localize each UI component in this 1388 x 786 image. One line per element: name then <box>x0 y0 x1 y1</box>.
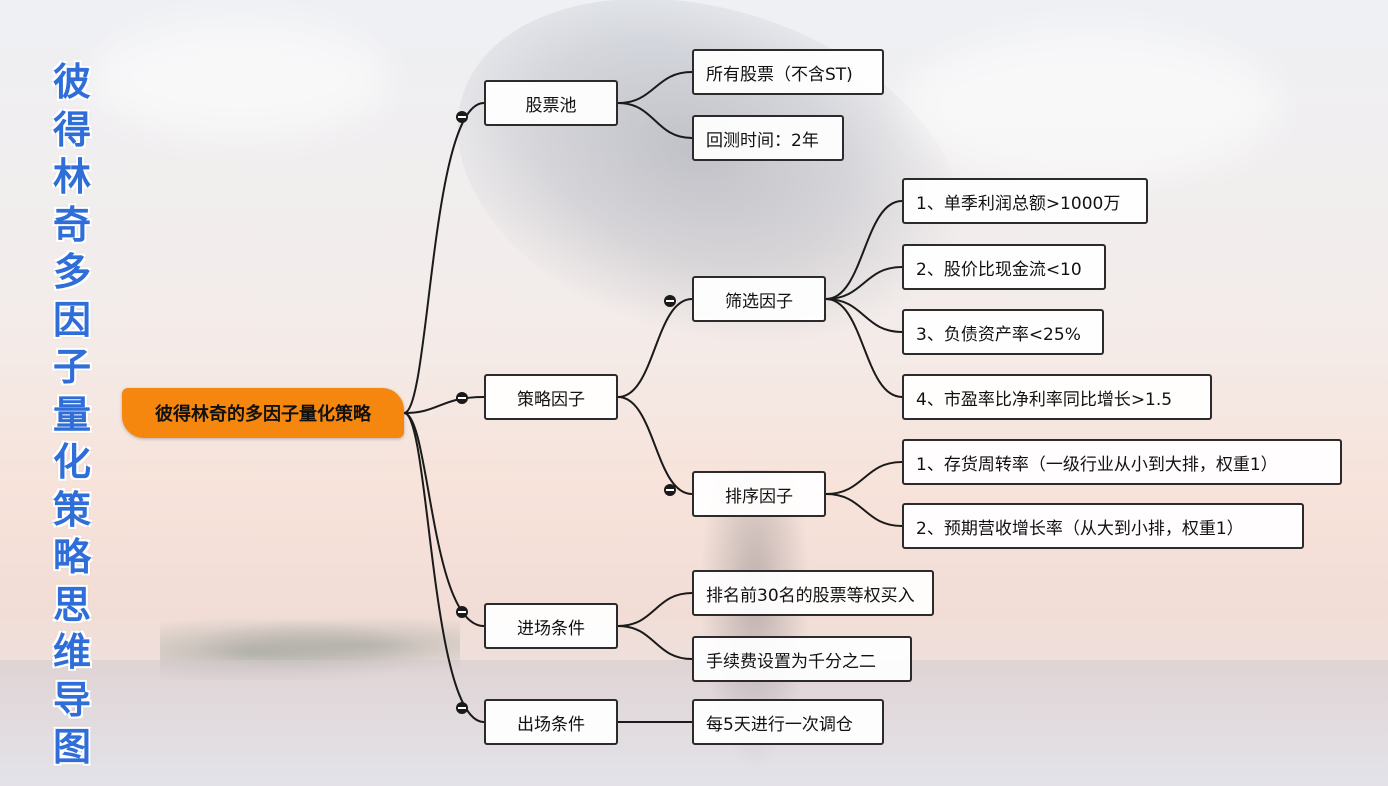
connector-filter-child-3 <box>825 298 903 333</box>
branch-stock-pool[interactable]: 股票池 <box>484 80 618 126</box>
collapse-toggle-filter[interactable] <box>664 295 676 307</box>
connector-filter-child-1 <box>825 200 903 300</box>
leaf-exit-1[interactable]: 每5天进行一次调仓 <box>692 699 884 745</box>
collapse-toggle-pool[interactable] <box>456 111 468 123</box>
vertical-title: 彼得林奇多因子量化策略思维导图 <box>44 58 100 771</box>
background-cloud <box>900 30 1280 180</box>
title-char: 林 <box>52 154 91 199</box>
leaf-pool-1[interactable]: 所有股票（不含ST) <box>692 49 884 95</box>
collapse-toggle-exit[interactable] <box>456 702 468 714</box>
collapse-toggle-sort[interactable] <box>664 484 676 496</box>
leaf-entry-2[interactable]: 手续费设置为千分之二 <box>692 636 912 682</box>
subbranch-filter-factors[interactable]: 筛选因子 <box>692 276 826 322</box>
connector-entry-child-1 <box>617 592 693 627</box>
branch-exit-conditions[interactable]: 出场条件 <box>484 699 618 745</box>
connector-sort-child-1 <box>825 461 903 495</box>
connector-root-entry <box>403 412 485 627</box>
leaf-filter-3[interactable]: 3、负债资产率<25% <box>902 309 1104 355</box>
leaf-filter-1[interactable]: 1、单季利润总额>1000万 <box>902 178 1148 224</box>
title-char: 维 <box>52 629 91 674</box>
title-char: 彼 <box>52 59 91 104</box>
connector-filter-child-4 <box>825 298 903 398</box>
title-char: 子 <box>52 344 91 389</box>
title-char: 因 <box>52 296 91 342</box>
leaf-filter-4[interactable]: 4、市盈率比净利率同比增长>1.5 <box>902 374 1212 420</box>
branch-entry-conditions[interactable]: 进场条件 <box>484 603 618 649</box>
title-char: 略 <box>52 534 91 579</box>
connector-pool-child-2 <box>617 102 693 139</box>
leaf-sort-2[interactable]: 2、预期营收增长率（从大到小排，权重1） <box>902 503 1304 549</box>
title-char: 图 <box>52 724 91 769</box>
leaf-pool-2[interactable]: 回测时间：2年 <box>692 115 844 161</box>
title-char: 量 <box>52 391 91 437</box>
subbranch-sort-factors[interactable]: 排序因子 <box>692 471 826 517</box>
title-char: 得 <box>52 106 91 152</box>
branch-strategy-factors[interactable]: 策略因子 <box>484 374 618 420</box>
title-char: 多 <box>52 249 91 294</box>
leaf-filter-2[interactable]: 2、股价比现金流<10 <box>902 244 1106 290</box>
title-char: 策 <box>52 486 91 532</box>
leaf-sort-1[interactable]: 1、存货周转率（一级行业从小到大排，权重1） <box>902 439 1342 485</box>
collapse-toggle-entry[interactable] <box>456 606 468 618</box>
connector-strategy-sort <box>617 396 693 495</box>
connector-entry-child-2 <box>617 625 693 660</box>
title-char: 思 <box>52 581 91 627</box>
title-char: 化 <box>52 439 91 484</box>
connector-root-pool <box>403 102 485 414</box>
collapse-toggle-strategy[interactable] <box>456 392 468 404</box>
root-node[interactable]: 彼得林奇的多因子量化策略 <box>122 388 404 438</box>
connector-root-strategy <box>403 396 485 414</box>
connector-filter-child-2 <box>825 266 903 300</box>
leaf-entry-1[interactable]: 排名前30名的股票等权买入 <box>692 570 934 616</box>
title-char: 奇 <box>52 201 91 247</box>
connector-strategy-filter <box>617 298 693 398</box>
background-cloud <box>90 20 390 140</box>
connector-pool-child-1 <box>617 71 693 104</box>
connector-sort-child-2 <box>825 493 903 527</box>
title-char: 导 <box>52 676 91 722</box>
